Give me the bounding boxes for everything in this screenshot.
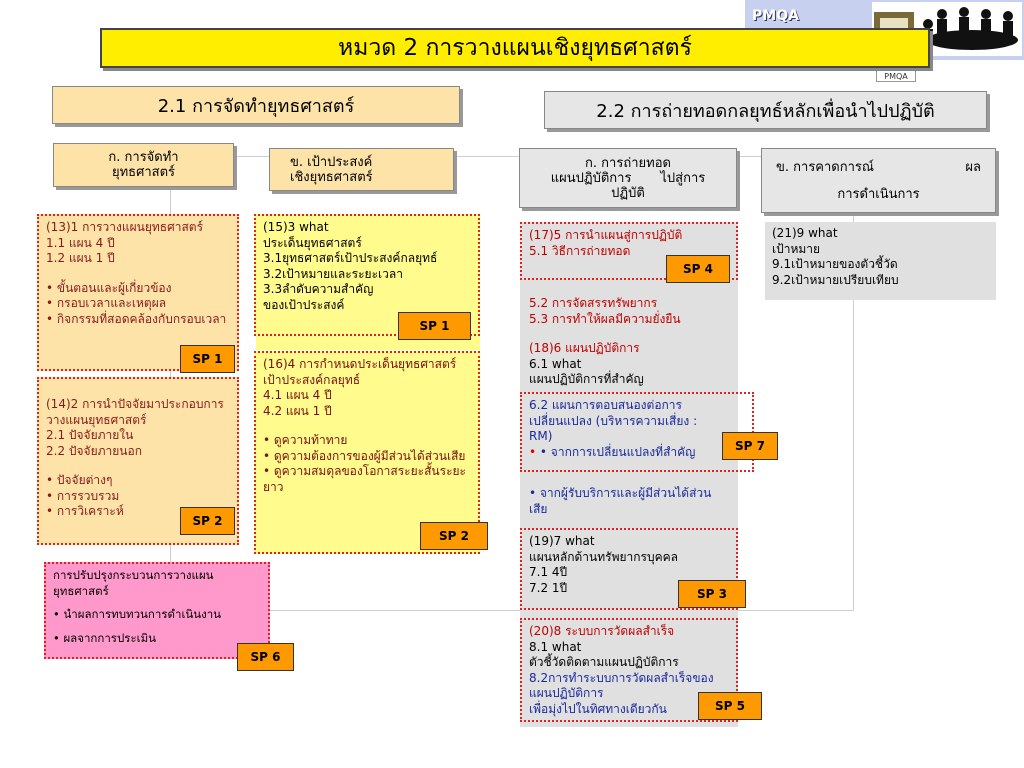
box-line: (17)5 การนำแผนสู่การปฏิบัติ xyxy=(529,228,683,242)
header-performance-projection: ข. การคาดการณ์ ผล การดำเนินการ xyxy=(761,148,996,213)
sp-tag-1: SP 1 xyxy=(398,312,471,340)
sp-tag-2: SP 2 xyxy=(420,522,488,550)
box-line: 5.1 วิธีการถ่ายทอด xyxy=(529,243,631,258)
box-risk-response: 6.2 แผนการตอบสนองต่อการเปลี่ยนแปลง (บริห… xyxy=(520,392,754,472)
box-line: (15)3 what xyxy=(263,220,329,234)
box-line: 8.2การทำระบบการวัดผลสำเร็จของแผนปฏิบัติก… xyxy=(529,670,714,701)
box-line: 7.2 1ปี xyxy=(529,580,568,595)
sp-tag-1: SP 1 xyxy=(180,345,235,373)
box-bullet: • ดูความสมดุลของโอกาสระยะสั้นระยะยาว xyxy=(263,464,466,494)
header-text: เชิงยุทธศาสตร์ xyxy=(290,169,373,185)
box-line: 8.1 what xyxy=(529,639,582,654)
header-text-part: ไปสู่การ xyxy=(660,170,706,186)
header-text: แผนปฏิบัติการ ไปสู่การ xyxy=(551,171,706,186)
header-strategy-development: ก. การจัดทำ ยุทธศาสตร์ xyxy=(53,143,234,187)
sp-tag-2: SP 2 xyxy=(180,507,235,535)
box-line: แผนหลักด้านทรัพยากรบุคคล xyxy=(529,549,679,564)
box-bullet-text: • จากการเปลี่ยนแปลงที่สำคัญ xyxy=(539,444,696,459)
box-line: (18)6 แผนปฏิบัติการ xyxy=(529,341,640,355)
box-line: 1.2 แผน 1 ปี xyxy=(46,251,115,265)
box-line: 5.2 การจัดสรรทรัพยากร xyxy=(529,296,658,310)
box-line: 6.2 แผนการตอบสนองต่อการเปลี่ยนแปลง (บริห… xyxy=(529,398,698,443)
box-line: เพื่อมุ่งไปในทิศทางเดียวกัน xyxy=(529,701,667,716)
box-planning-improvement: การปรับปรุงกระบวนการวางแผนยุทธศาสตร์ • น… xyxy=(44,562,270,659)
header-text: ข. เป้าประสงค์ xyxy=(290,154,373,170)
pmqa-small-text: PMQA xyxy=(884,72,908,81)
box-bullet: • ปัจจัยต่างๆ xyxy=(46,473,113,487)
box-line: 2.2 ปัจจัยภายนอก xyxy=(46,443,142,458)
box-line: 3.1ยุทธศาสตร์เป้าประสงค์กลยุทธ์ xyxy=(263,251,438,265)
header-text-part: ผล xyxy=(965,159,981,175)
section-strategy-deployment: 2.2 การถ่ายทอดกลยุทธ์หลักเพื่อนำไปปฏิบัต… xyxy=(544,91,987,129)
header-text: ข. การคาดการณ์ ผล xyxy=(766,160,991,175)
pmqa-logo-text: PMQA xyxy=(752,8,799,24)
box-line: 4.1 แผน 4 ปี xyxy=(263,388,332,402)
box-strategic-objectives: (15)3 what ประเด็นยุทธศาสตร์ 3.1ยุทธศาสต… xyxy=(254,214,480,336)
header-text: ก. การจัดทำ xyxy=(108,150,179,165)
sp-tag-5: SP 5 xyxy=(698,692,762,720)
section-strategy-development: 2.1 การจัดทำยุทธศาสตร์ xyxy=(52,86,460,124)
box-bullet: • ผลจากการประเมิน xyxy=(53,630,157,645)
page-title: หมวด 2 การวางแผนเชิงยุทธศาสตร์ xyxy=(100,28,930,68)
connector-line xyxy=(170,610,854,611)
header-text: การดำเนินการ xyxy=(837,186,920,202)
connector-line xyxy=(853,156,854,611)
sp-tag-4: SP 4 xyxy=(666,255,730,283)
box-strategic-planning: (13)1 การวางแผนยุทธศาสตร์ 1.1 แผน 4 ปี 1… xyxy=(37,214,239,371)
box-line: (19)7 what xyxy=(529,534,595,548)
box-bullet: • ขั้นตอนและผู้เกี่ยวข้อง xyxy=(46,280,172,295)
box-bullet: • การวิเคราะห์ xyxy=(46,504,124,518)
box-line: การปรับปรุงกระบวนการวางแผนยุทธศาสตร์ xyxy=(53,568,214,598)
box-line: 9.1เป้าหมายของตัวชี้วัด xyxy=(772,257,898,271)
header-text-part: ข. การคาดการณ์ xyxy=(776,159,874,175)
box-bullet: • กรอบเวลาและเหตุผล xyxy=(46,296,167,310)
connector-line xyxy=(170,156,854,157)
box-strategic-issues: (16)4 การกำหนดประเด็นยุทธศาสตร์เป้าประสง… xyxy=(254,351,480,554)
box-line: (16)4 การกำหนดประเด็นยุทธศาสตร์เป้าประสง… xyxy=(263,357,457,387)
header-strategic-objectives: ข. เป้าประสงค์ เชิงยุทธศาสตร์ xyxy=(269,148,454,191)
box-line: (13)1 การวางแผนยุทธศาสตร์ xyxy=(46,220,204,234)
box-line: 1.1 แผน 4 ปี xyxy=(46,235,115,250)
box-bullet: • • จากการเปลี่ยนแปลงที่สำคัญ xyxy=(529,444,696,459)
sp-tag-3: SP 3 xyxy=(678,580,746,608)
header-action-plan-deployment: ก. การถ่ายทอด แผนปฏิบัติการ ไปสู่การ ปฏิ… xyxy=(519,148,737,208)
box-bullet: • กิจกรรมที่สอดคล้องกับกรอบเวลา xyxy=(46,311,227,326)
header-text-part: แผนปฏิบัติการ xyxy=(550,170,632,186)
sp-tag-7: SP 7 xyxy=(722,432,778,460)
box-line: 7.1 4ปี xyxy=(529,565,568,579)
box-bullet: • ดูความต้องการของผู้มีส่วนได้ส่วนเสีย xyxy=(263,448,466,463)
box-line: 5.3 การทำให้ผลมีความยั่งยืน xyxy=(529,311,681,326)
box-performance-targets: (21)9 what เป้าหมาย 9.1เป้าหมายของตัวชี้… xyxy=(765,222,996,300)
box-bullet: • นำผลการทบทวนการดำเนินงาน xyxy=(53,607,222,621)
box-performance-measurement: (20)8 ระบบการวัดผลสำเร็จ 8.1 what ตัวชี้… xyxy=(520,618,738,722)
box-line: 9.2เป้าหมายเปรียบเทียบ xyxy=(772,272,899,287)
box-bullet: • ดูความท้าทาย xyxy=(263,433,348,447)
box-line: ตัวชี้วัดติดตามแผนปฏิบัติการ xyxy=(529,655,679,669)
box-bullet: • การรวบรวม xyxy=(46,488,120,503)
box-line: 3.2เป้าหมายและระยะเวลา xyxy=(263,266,403,281)
box-line: เป้าหมาย xyxy=(772,241,821,256)
box-line: 6.1 what xyxy=(529,356,582,371)
box-line: (20)8 ระบบการวัดผลสำเร็จ xyxy=(529,624,675,638)
header-text: ยุทธศาสตร์ xyxy=(111,165,176,180)
box-line: 4.2 แผน 1 ปี xyxy=(263,403,332,418)
box-line: (14)2 การนำปัจจัยมาประกอบการวางแผนยุทธศา… xyxy=(46,397,224,427)
box-line: 3.3ลำดับความสำคัญของเป้าประสงค์ xyxy=(263,282,374,312)
box-line: (21)9 what xyxy=(772,226,838,240)
header-text: ก. การถ่ายทอด xyxy=(585,155,671,171)
sp-tag-6: SP 6 xyxy=(237,643,294,671)
box-resource-allocation: 5.2 การจัดสรรทรัพยากร 5.3 การทำให้ผลมีคว… xyxy=(522,292,736,392)
box-line: แผนปฏิบัติการที่สำคัญ xyxy=(529,372,644,386)
box-line: ประเด็นยุทธศาสตร์ xyxy=(263,235,362,250)
header-text: ปฏิบัติ xyxy=(611,185,645,201)
box-stakeholder-change: • จากผู้รับบริการและผู้มีส่วนได้ส่วนเสีย xyxy=(522,482,736,522)
box-bullet: • จากผู้รับบริการและผู้มีส่วนได้ส่วนเสีย xyxy=(529,486,712,516)
box-line: 2.1 ปัจจัยภายใน xyxy=(46,428,134,442)
